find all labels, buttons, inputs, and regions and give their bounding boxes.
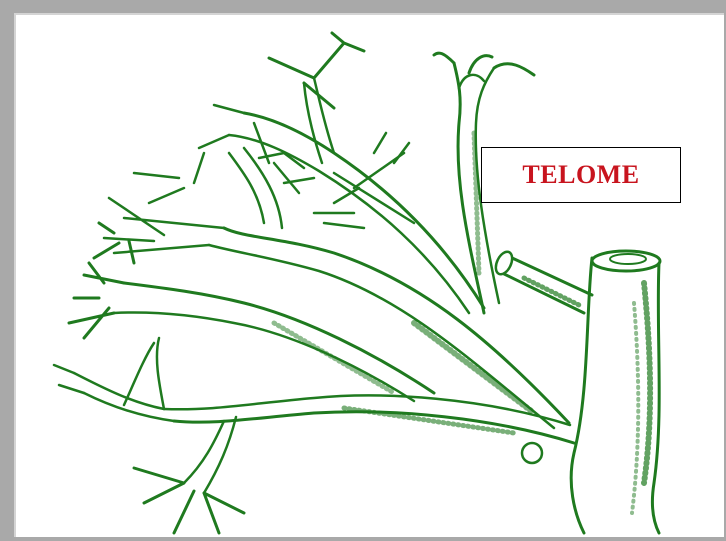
telome-label-box: TELOME xyxy=(481,147,681,203)
stem-knob xyxy=(522,443,542,463)
upper-branch xyxy=(199,33,484,313)
side-stump xyxy=(493,249,592,313)
telome-label: TELOME xyxy=(522,160,639,190)
main-stem xyxy=(571,251,660,533)
middle-branch xyxy=(69,198,569,428)
central-twigs xyxy=(94,148,364,263)
telome-branching-diagram xyxy=(14,13,724,537)
lower-branch xyxy=(54,338,574,533)
